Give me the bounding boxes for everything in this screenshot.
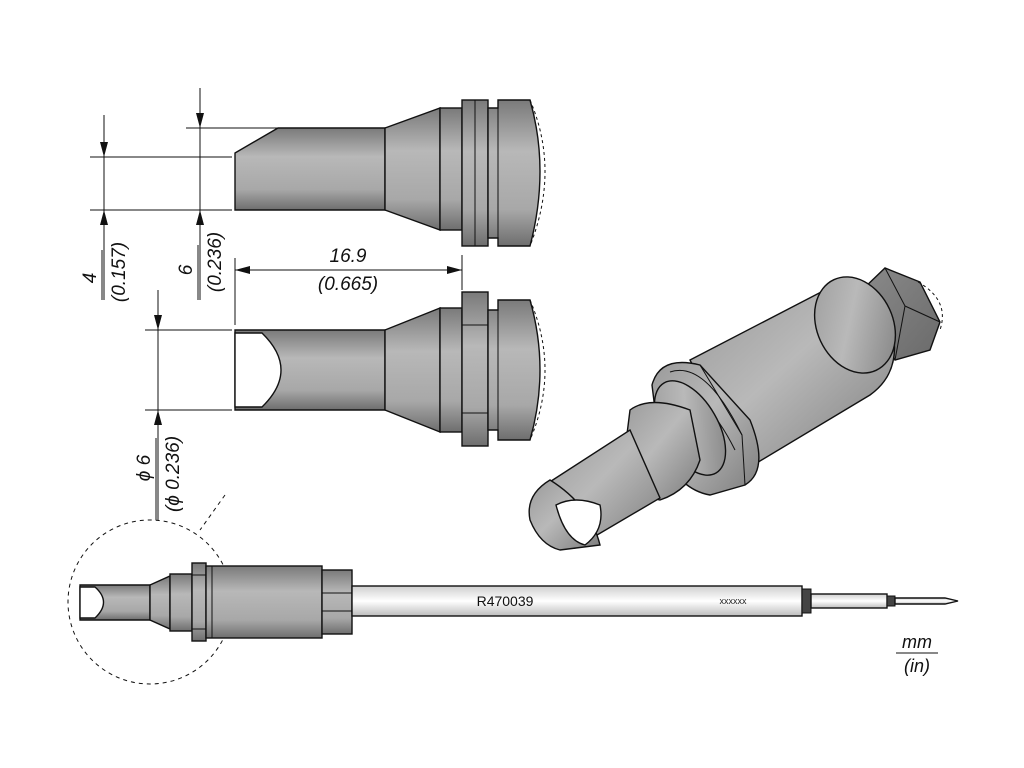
full-thin-shaft	[810, 593, 888, 609]
side-view-collar	[439, 307, 463, 433]
detail-leader	[199, 494, 226, 531]
unit-primary: mm	[902, 632, 932, 652]
full-cone	[149, 574, 171, 631]
dim-width-mm: 4	[80, 273, 101, 284]
full-hex	[321, 569, 353, 635]
top-view-sleeve	[487, 99, 541, 247]
tip-isometric-view	[528, 267, 943, 551]
top-view-blade	[234, 127, 386, 211]
side-view-cone	[384, 306, 441, 434]
full-shaft	[351, 585, 803, 617]
tip-side-view	[234, 291, 546, 447]
dim-width-in: (0.157)	[109, 242, 130, 302]
top-view-collar	[439, 107, 463, 231]
full-shaft-band	[801, 588, 812, 614]
dim-length-in: (0.665)	[318, 274, 378, 295]
top-view-cone	[384, 107, 441, 231]
tip-top-view	[234, 99, 546, 247]
side-view-dimensions: 16.9 (0.665) ϕ 6 (ϕ 0.236)	[134, 246, 463, 520]
units-legend: mm (in)	[896, 632, 938, 676]
full-collar	[169, 573, 193, 632]
dim-height-mm: 6	[176, 264, 197, 275]
side-view-nut	[461, 291, 489, 447]
top-view-dimensions: 4 (0.157) 6 (0.236)	[80, 88, 278, 302]
full-tip-view: R470039 xxxxxx	[67, 494, 959, 685]
unit-secondary: (in)	[904, 656, 930, 676]
dim-diameter-mm: ϕ 6	[134, 454, 155, 481]
dim-height-in: (0.236)	[205, 232, 226, 292]
full-pin	[894, 597, 959, 605]
side-view-concave-face	[234, 332, 282, 408]
part-number-label: R470039	[477, 593, 534, 609]
batch-code-label: xxxxxx	[720, 596, 748, 606]
full-blade-face	[79, 586, 105, 619]
side-view-sleeve	[487, 299, 541, 441]
dim-diameter-in: (ϕ 0.236)	[163, 436, 184, 512]
full-body	[205, 565, 323, 639]
dim-length-mm: 16.9	[330, 246, 367, 267]
